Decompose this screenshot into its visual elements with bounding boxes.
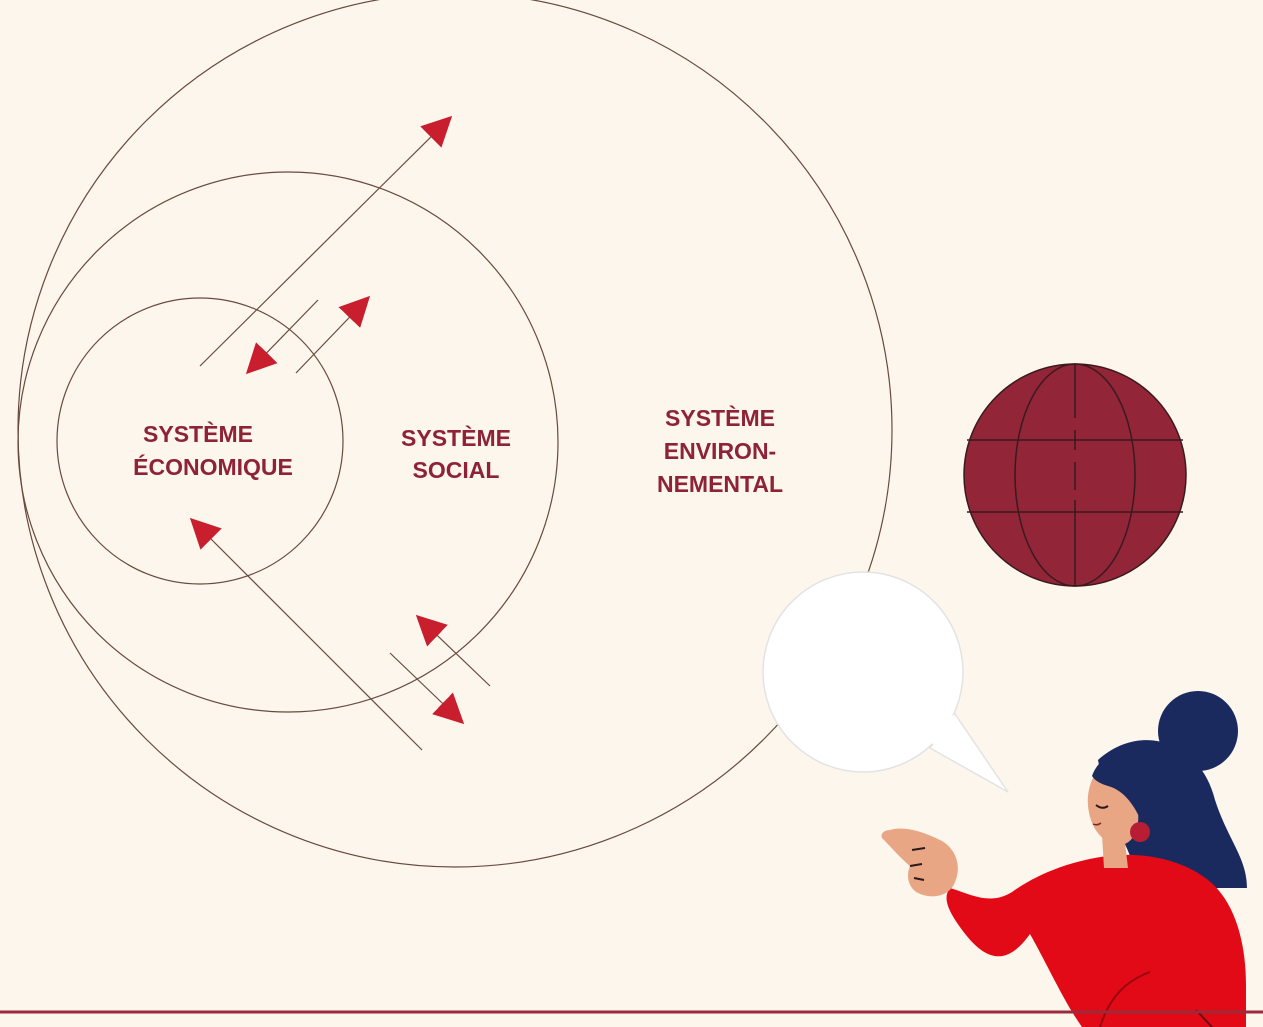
pointing-woman-illustration (881, 691, 1247, 1027)
social-label-line2: SOCIAL (413, 457, 500, 483)
arrow-environment-to-economic (189, 517, 423, 751)
environmental-label-line1: SYSTÈME (665, 404, 775, 431)
social-circle (17, 171, 559, 713)
economic-label-line1: SYSTÈME (143, 420, 253, 447)
arrow-environment-to-social (415, 614, 491, 687)
environmental-label-line2: ENVIRON- (664, 438, 776, 464)
social-label-line1: SYSTÈME (401, 424, 511, 451)
arrow-social-to-environment (389, 652, 465, 725)
economic-circle (56, 297, 344, 585)
environmental-label-line3: NEMENTAL (657, 471, 783, 497)
globe-icon (963, 363, 1187, 587)
arrow-social-to-economic (245, 299, 319, 375)
arrow-economic-to-social (295, 295, 371, 374)
arrow-economic-to-environment (199, 115, 453, 367)
speech-bubble-icon (762, 571, 1009, 793)
economic-label-line2: ÉCONOMIQUE (133, 453, 293, 480)
